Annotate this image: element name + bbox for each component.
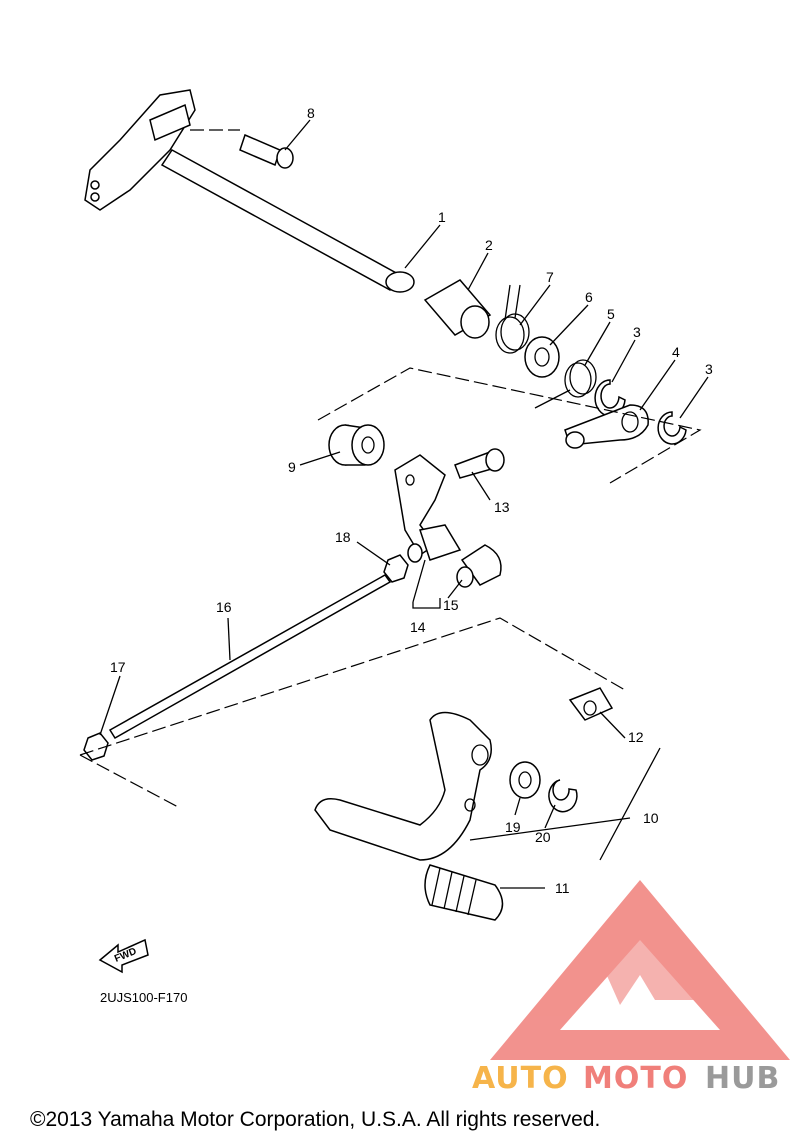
callout-12: 12 <box>628 729 644 745</box>
part-code: 2UJS100-F170 <box>100 990 187 1005</box>
callout-labels: 1 2 7 6 5 3 4 3 8 9 13 18 15 14 16 17 12… <box>110 105 713 896</box>
callout-4: 4 <box>672 344 680 360</box>
ball-joint <box>407 524 462 563</box>
callout-8: 8 <box>307 105 315 121</box>
shift-rod <box>108 574 392 740</box>
callout-7: 7 <box>546 269 554 285</box>
callout-20: 20 <box>535 829 551 845</box>
callout-10: 10 <box>643 810 659 826</box>
callout-19: 19 <box>505 819 521 835</box>
dust-boot <box>456 544 502 588</box>
callout-16: 16 <box>216 599 232 615</box>
copyright-notice: ©2013 Yamaha Motor Corporation, U.S.A. A… <box>30 1108 600 1131</box>
circlip-20 <box>548 779 578 813</box>
automotohub-wordmark: AUTO MOTO HUB <box>472 1061 780 1096</box>
fwd-arrow-icon <box>98 938 149 974</box>
callout-3a: 3 <box>633 324 641 340</box>
callout-6: 6 <box>585 289 593 305</box>
shift-shaft <box>84 89 415 293</box>
callout-17: 17 <box>110 659 126 675</box>
group-boundary-1 <box>317 367 702 484</box>
leader-lines <box>99 119 709 889</box>
callout-15: 15 <box>443 597 459 613</box>
circlip-3b <box>657 411 687 445</box>
wordmark-auto: AUTO <box>472 1061 569 1096</box>
shift-pedal <box>314 711 492 861</box>
callout-3b: 3 <box>705 361 713 377</box>
collar <box>423 279 492 339</box>
automotohub-logo <box>490 880 790 1060</box>
bearing <box>328 424 385 466</box>
callout-2: 2 <box>485 237 493 253</box>
rod-end-joint <box>568 687 614 721</box>
circlip-3a <box>594 379 626 417</box>
wordmark-hub: HUB <box>705 1061 780 1096</box>
callout-11: 11 <box>555 880 570 896</box>
callout-9: 9 <box>288 459 296 475</box>
wordmark-moto: MOTO <box>583 1061 688 1096</box>
group-boundary-2 <box>79 617 626 809</box>
callout-1: 1 <box>438 209 446 225</box>
callout-18: 18 <box>335 529 351 545</box>
pedal-rubber <box>424 864 504 921</box>
callout-13: 13 <box>494 499 510 515</box>
washer-6 <box>524 336 560 378</box>
pinch-bolt <box>454 448 505 479</box>
torsion-spring <box>495 284 530 354</box>
nut-18 <box>383 554 409 583</box>
callout-14: 14 <box>410 619 426 635</box>
stopper-bolt <box>190 129 294 169</box>
washer-19 <box>509 761 541 799</box>
callout-5: 5 <box>607 306 615 322</box>
